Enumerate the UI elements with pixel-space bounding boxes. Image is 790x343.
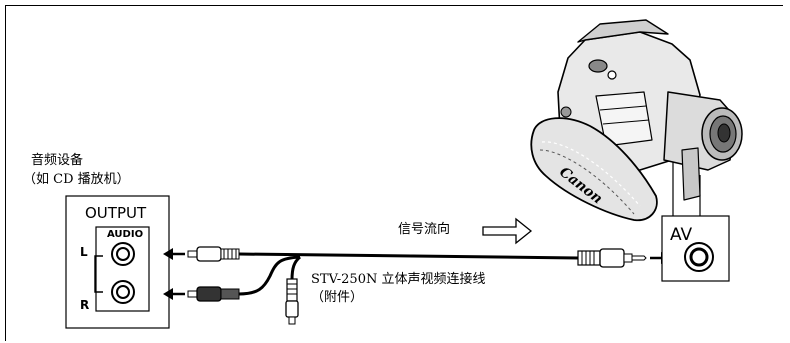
left-channel-label: L (80, 245, 88, 259)
rca-plug-white (187, 246, 240, 262)
jack-right (111, 280, 135, 304)
camcorder-illustration (530, 19, 743, 222)
audio-jack-frame (95, 226, 150, 312)
cable-yellow (290, 255, 302, 281)
source-device-label: 音频设备 (31, 153, 84, 168)
signal-flow-label: 信号流向 (398, 222, 451, 237)
arrow-to-left-jack (163, 248, 185, 260)
rca-plug-red (187, 286, 240, 302)
mini-plug (577, 248, 647, 268)
figure-frame (5, 5, 783, 341)
arrow-to-right-jack (163, 288, 185, 300)
audio-label: AUDIO (107, 229, 144, 240)
cable-name-label: STV-250N 立体声视频连接线 (311, 272, 486, 287)
source-device-example: （如 CD 播放机） (23, 172, 130, 187)
av-jack (684, 242, 714, 272)
output-panel-title: OUTPUT (85, 204, 147, 222)
signal-flow-arrow (482, 217, 533, 245)
lr-bracket (94, 255, 103, 293)
cable-note-label: （附件） (311, 290, 364, 305)
video-plug-unused (285, 278, 299, 325)
right-channel-label: R (80, 298, 90, 312)
av-jack-label: AV (670, 225, 693, 245)
cable-red (238, 255, 301, 296)
cable-main (238, 252, 579, 260)
jack-left (111, 242, 135, 266)
